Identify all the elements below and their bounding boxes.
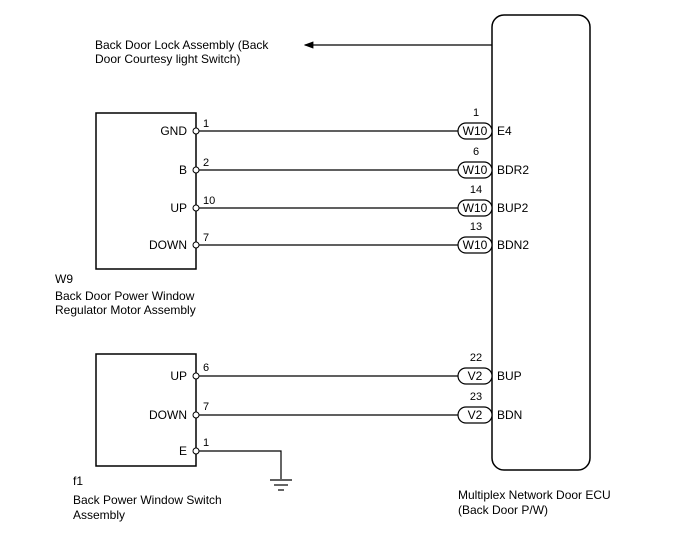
connector-w10-label: W10 [463, 163, 488, 177]
motor-pin-gnd-label: GND [160, 124, 187, 138]
switch-terminal [192, 411, 200, 419]
motor-terminal [192, 127, 200, 135]
motor-pin-b-number: 2 [203, 157, 209, 169]
switch-name-line1: Back Power Window Switch [73, 493, 222, 507]
ecu-pin-bup2-name: BUP2 [497, 201, 529, 215]
switch-code: f1 [73, 474, 83, 488]
connector-v2 [457, 367, 493, 385]
ecu-pin-bup2-number: 14 [470, 184, 482, 196]
switch-name-line2: Assembly [73, 508, 125, 522]
motor-terminal [192, 241, 200, 249]
connector-v2-label: V2 [468, 369, 483, 383]
ecu-pin-bdr2-name: BDR2 [497, 163, 529, 177]
lock-label-line2: Door Courtesy light Switch) [95, 52, 240, 66]
motor-terminal [192, 166, 200, 174]
ecu-name-line2: (Back Door P/W) [458, 503, 548, 517]
switch-pin-down-label: DOWN [149, 408, 187, 422]
connector-w10-label: W10 [463, 238, 488, 252]
connector-v2 [457, 406, 493, 424]
motor-pin-down-label: DOWN [149, 238, 187, 252]
ecu-pin-bdn-number: 23 [470, 391, 482, 403]
motor-pin-up-number: 10 [203, 195, 215, 207]
motor-box [95, 112, 197, 270]
connector-w10 [457, 236, 493, 254]
ecu-pin-bdn2-name: BDN2 [497, 238, 529, 252]
ecu-pin-bdn2-number: 13 [470, 221, 482, 233]
switch-terminal [192, 447, 200, 455]
ecu-name-line1: Multiplex Network Door ECU [458, 488, 611, 502]
motor-pin-down-number: 7 [203, 232, 209, 244]
switch-pin-e-number: 1 [203, 437, 209, 449]
switch-pin-up-number: 6 [203, 362, 209, 374]
connector-w10 [457, 199, 493, 217]
ecu-pin-bup-number: 22 [470, 352, 482, 364]
connector-w10-label: W10 [463, 201, 488, 215]
motor-pin-gnd-number: 1 [203, 118, 209, 130]
motor-name-line1: Back Door Power Window [55, 289, 195, 303]
motor-terminal [192, 204, 200, 212]
ecu-pin-e4-name: E4 [497, 124, 512, 138]
connector-w10 [457, 122, 493, 140]
ecu-pin-e4-number: 1 [473, 107, 479, 119]
connector-v2-label: V2 [468, 408, 483, 422]
ecu-pin-bdr2-number: 6 [473, 146, 479, 158]
motor-pin-b-label: B [179, 163, 187, 177]
connector-w10-label: W10 [463, 124, 488, 138]
switch-terminal [192, 372, 200, 380]
wire-ground [196, 450, 282, 479]
lock-label-line1: Back Door Lock Assembly (Back [95, 38, 269, 52]
switch-pin-down-number: 7 [203, 401, 209, 413]
ecu-pin-bdn-name: BDN [497, 408, 522, 422]
ground-icon [270, 479, 292, 491]
motor-code: W9 [55, 272, 73, 286]
motor-name-line2: Regulator Motor Assembly [55, 303, 196, 317]
switch-pin-up-label: UP [170, 369, 187, 383]
switch-box [95, 353, 197, 467]
connector-w10 [457, 161, 493, 179]
motor-pin-up-label: UP [170, 201, 187, 215]
ecu-pin-bup-name: BUP [497, 369, 522, 383]
switch-pin-e-label: E [179, 444, 187, 458]
